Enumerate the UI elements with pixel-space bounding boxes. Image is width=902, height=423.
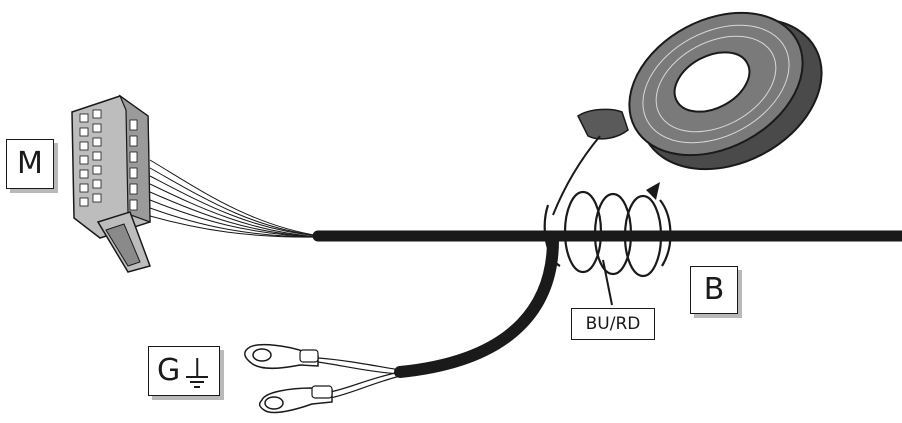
connector-label-m: M [6, 139, 54, 189]
ground-symbol-icon [186, 354, 209, 388]
step-label-b: B [690, 266, 738, 314]
tape-wrap-coil [543, 190, 672, 278]
ring-terminal-icon [258, 385, 333, 414]
insulating-tape-roll-icon [577, 11, 823, 171]
connector-wires [149, 159, 321, 238]
ground-wires [317, 357, 401, 399]
ring-terminal-icon [244, 344, 319, 370]
multi-pin-connector-icon [71, 94, 151, 273]
branch-cable [394, 234, 559, 378]
ground-label-g: G [148, 346, 220, 396]
pointer-line [602, 259, 613, 306]
curved-arrow-icon [646, 182, 660, 200]
wire-color-label: BU/RD [571, 308, 655, 340]
ground-label-text: G [157, 353, 181, 388]
tape-strip [552, 135, 601, 216]
